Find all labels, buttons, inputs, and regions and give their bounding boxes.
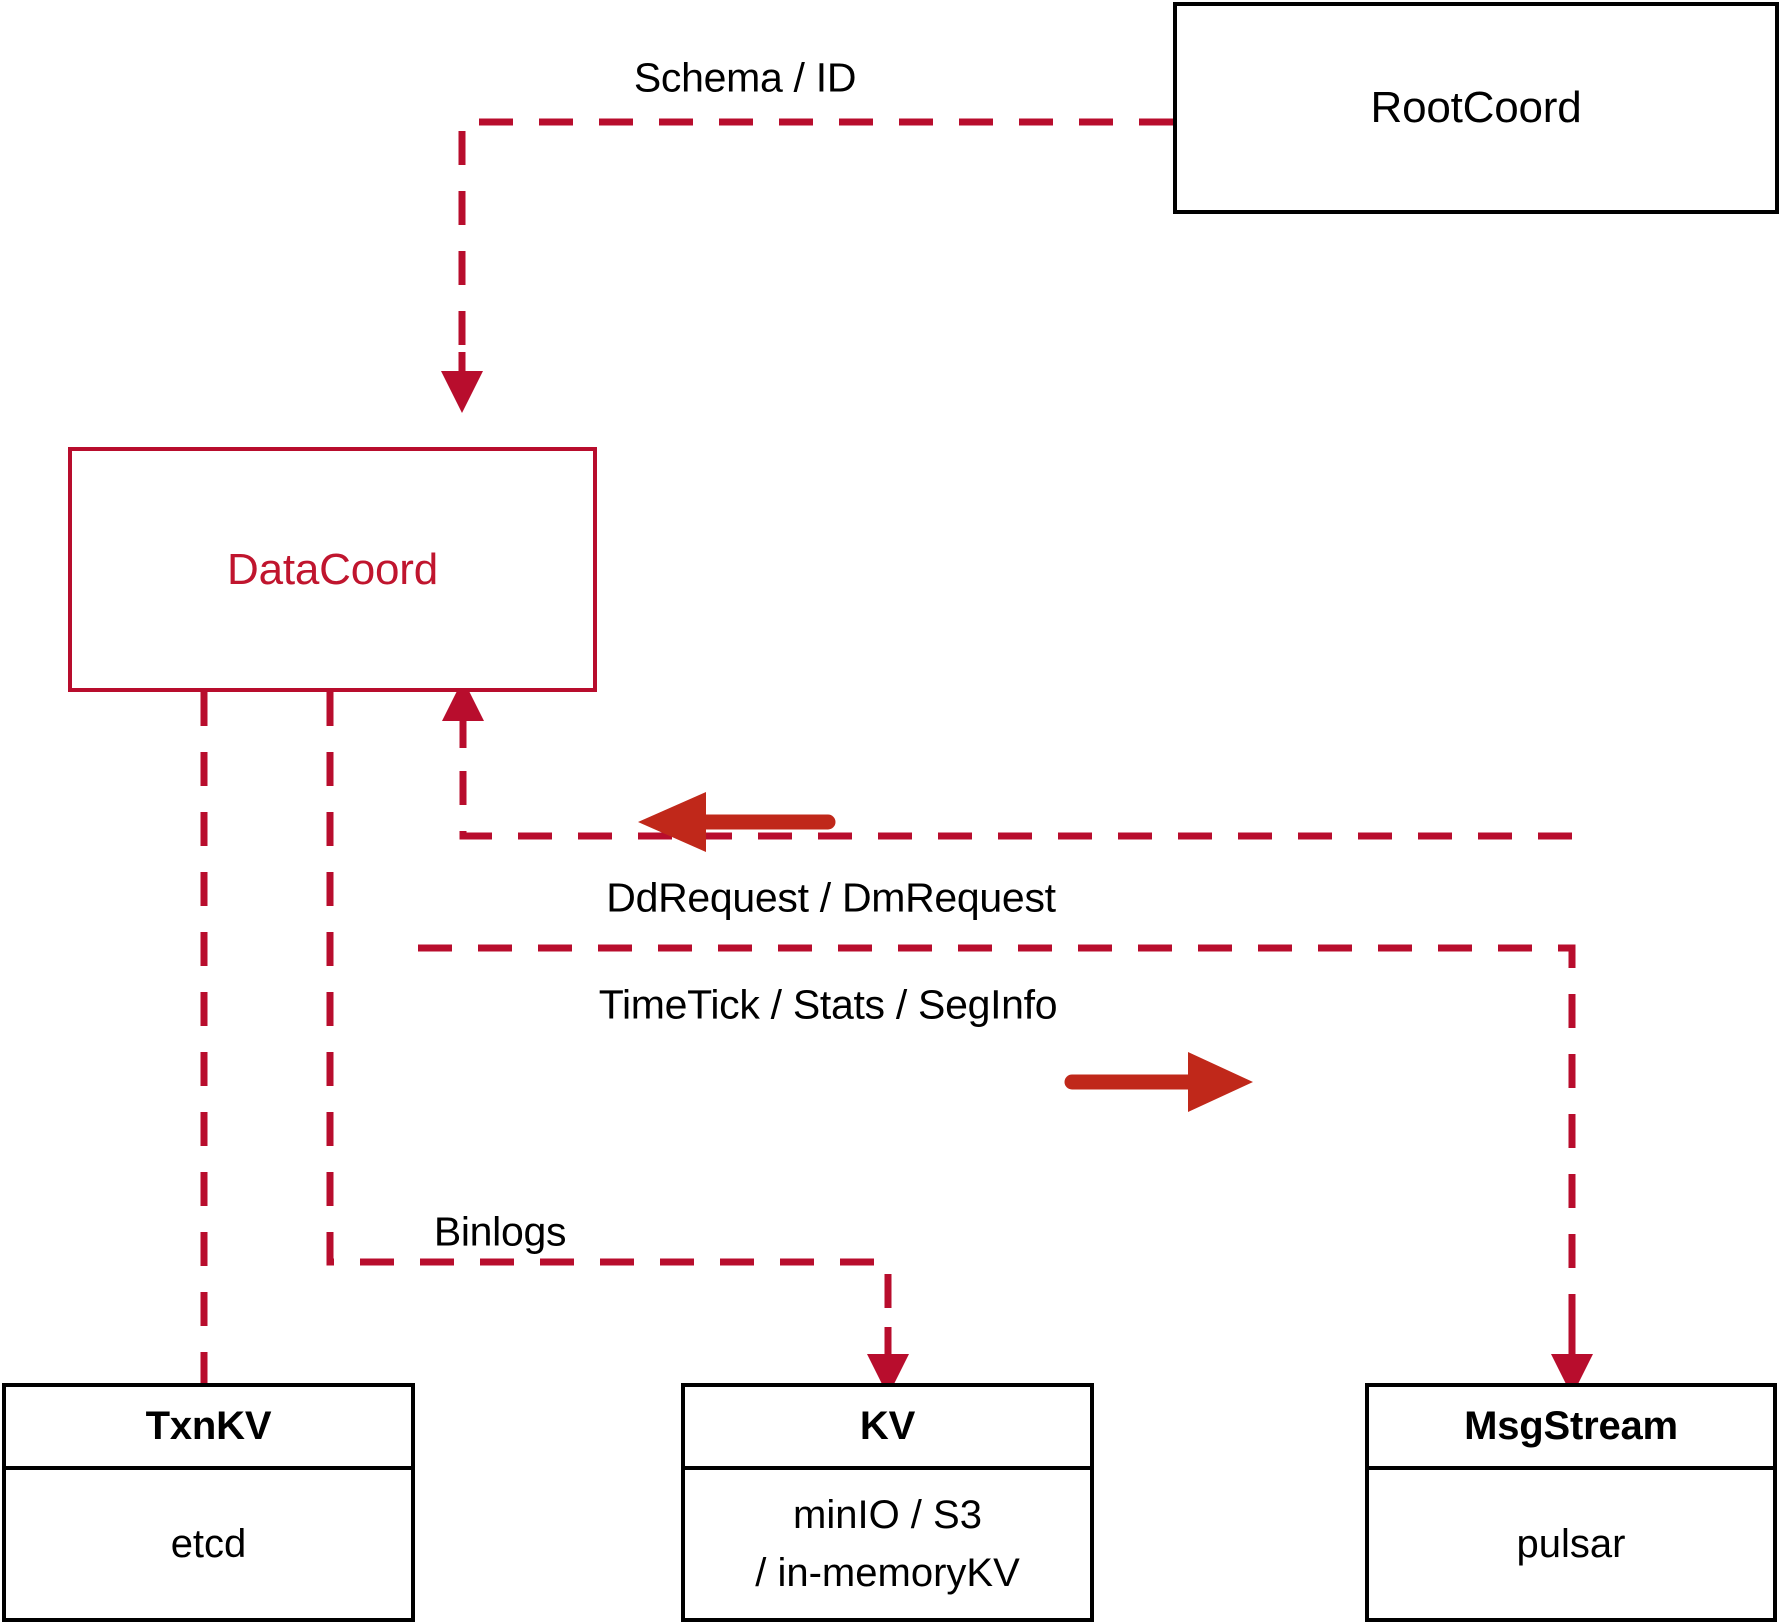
node-txnkv-subtitle: etcd (170, 1522, 247, 1566)
node-kv[interactable]: KV minIO / S3 / in-memoryKV (681, 1383, 1094, 1622)
arrow-left-icon (638, 792, 836, 852)
node-msgstream-subtitle: pulsar (1516, 1522, 1626, 1566)
node-kv-title: KV (859, 1404, 916, 1448)
node-datacoord-title: DataCoord (227, 544, 438, 594)
edge-dd-dm-request (442, 679, 1572, 840)
edge-label-dd-dm-request: DdRequest / DmRequest (606, 874, 1056, 921)
edge-label-schema-id: Schema / ID (633, 54, 857, 101)
node-kv-body: minIO / S3 / in-memoryKV (685, 1470, 1090, 1618)
node-msgstream-divider (1369, 1466, 1773, 1470)
edge-binlogs (326, 692, 909, 1396)
edge-timetick-stats-seginfo (418, 944, 1593, 1396)
edge-label-binlogs: Binlogs (433, 1208, 567, 1255)
node-msgstream-title: MsgStream (1464, 1404, 1678, 1448)
node-kv-divider (685, 1466, 1090, 1470)
node-kv-subtitle-line2: / in-memoryKV (755, 1551, 1020, 1595)
node-txnkv-divider (6, 1466, 411, 1470)
node-txnkv-title: TxnKV (145, 1404, 272, 1448)
node-rootcoord-title: RootCoord (1370, 83, 1582, 132)
node-txnkv[interactable]: TxnKV etcd (2, 1383, 415, 1622)
node-rootcoord[interactable]: RootCoord (1173, 2, 1779, 214)
node-msgstream-body: pulsar (1369, 1470, 1773, 1618)
edge-label-timetick-stats-seginfo: TimeTick / Stats / SegInfo (598, 981, 1058, 1028)
edge-schema-id (441, 118, 1173, 413)
node-msgstream[interactable]: MsgStream pulsar (1365, 1383, 1777, 1622)
node-kv-subtitle-line1: minIO / S3 (793, 1493, 982, 1537)
node-txnkv-body: etcd (6, 1470, 411, 1618)
node-datacoord[interactable]: DataCoord (68, 447, 597, 692)
arrow-right-icon (1064, 1052, 1253, 1112)
